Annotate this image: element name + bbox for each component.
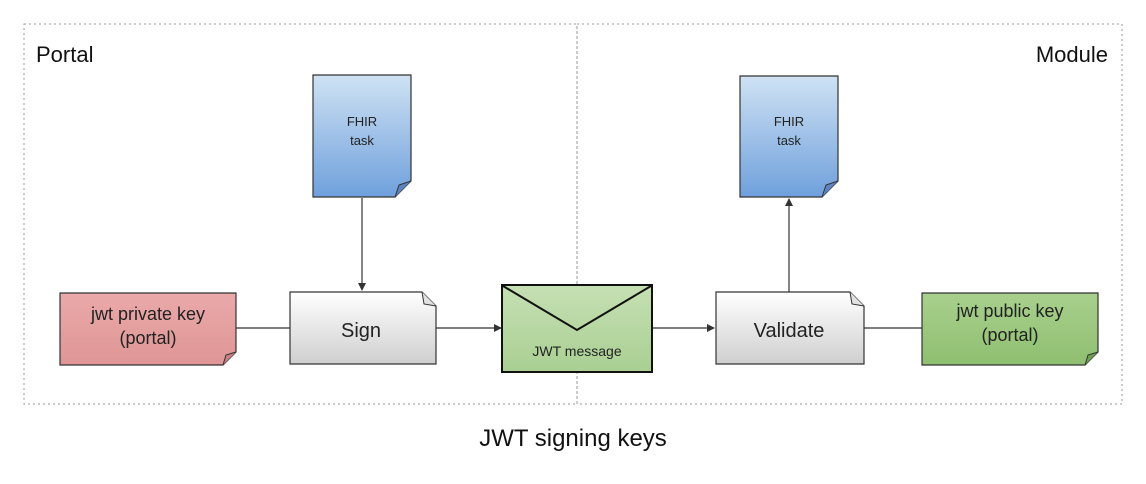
fhir-task-right-label-line1: FHIR <box>774 114 804 129</box>
fhir-task-left-fold <box>394 180 412 198</box>
fhir-task-left-label-line1: FHIR <box>347 114 377 129</box>
public-key-label-line2: (portal) <box>981 325 1038 345</box>
private-key-node[interactable]: jwt private key (portal) <box>59 292 237 366</box>
private-key-label-line2: (portal) <box>119 328 176 348</box>
private-key-label-line1: jwt private key <box>90 304 205 324</box>
module-zone <box>576 23 1123 405</box>
portal-zone-label: Portal <box>36 42 93 67</box>
envelope-flap-icon <box>502 285 652 332</box>
public-key-label-line1: jwt public key <box>955 301 1063 321</box>
diagram-caption: JWT signing keys <box>479 425 667 452</box>
module-zone-label: Module <box>1036 42 1108 67</box>
jwt-message-label: JWT message <box>532 343 621 359</box>
fhir-task-left-label-line2: task <box>350 133 374 148</box>
public-key-node[interactable]: jwt public key (portal) <box>921 292 1099 366</box>
fhir-task-right-node[interactable]: FHIR task <box>739 75 839 198</box>
portal-zone <box>23 23 578 405</box>
sign-label: Sign <box>341 320 381 342</box>
private-key-fold <box>222 351 237 366</box>
fhir-task-right-label-line2: task <box>777 133 801 148</box>
fhir-task-left-node[interactable]: FHIR task <box>312 74 412 198</box>
sign-fold <box>421 291 437 307</box>
sign-shape <box>289 291 437 365</box>
jwt-message-node[interactable]: JWT message <box>501 284 653 373</box>
validate-shape <box>715 291 865 365</box>
validate-fold <box>849 291 865 307</box>
validate-label: Validate <box>754 320 825 342</box>
validate-node[interactable]: Validate <box>715 291 865 365</box>
sign-node[interactable]: Sign <box>289 291 437 365</box>
fhir-task-right-fold <box>821 180 839 198</box>
public-key-fold <box>1084 351 1099 366</box>
